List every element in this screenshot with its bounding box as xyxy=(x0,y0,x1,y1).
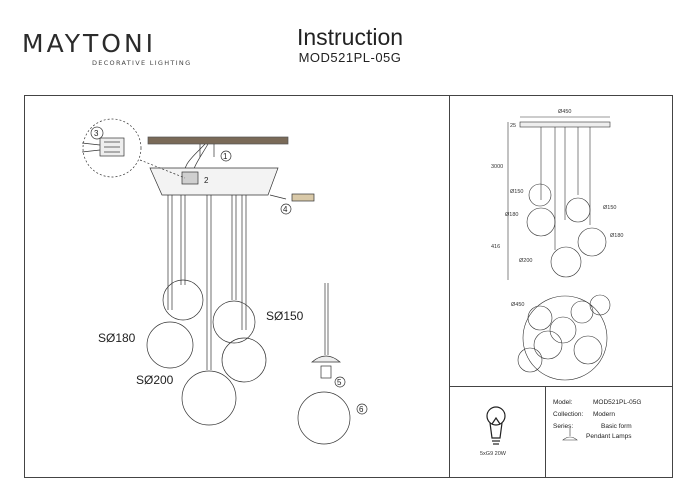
document-title: Instruction xyxy=(296,24,404,50)
step-1: 1 xyxy=(223,152,228,161)
spec-model: Model: MOD521PL-05G xyxy=(553,399,641,406)
globe-e xyxy=(181,370,237,426)
spec-collection: Collection: Modern xyxy=(553,411,615,418)
step-6: 6 xyxy=(359,405,364,414)
dim-shade-c: Ø150 xyxy=(603,205,616,211)
globe-a xyxy=(162,279,204,321)
shade-label-180: SØ180 xyxy=(98,331,136,345)
spec-series-label: Series: xyxy=(553,423,574,430)
spec-model-label: Model: xyxy=(553,399,573,406)
brand-tagline: DECORATIVE LIGHTING xyxy=(92,59,192,67)
shade-label-200: SØ200 xyxy=(136,373,174,387)
spec-collection-value: Modern xyxy=(593,411,616,418)
bulb-spec: 5xG9 20W xyxy=(480,451,506,457)
spec-type: Pendant Lamps xyxy=(586,433,632,440)
dimension-drawing xyxy=(507,116,611,381)
assembly-drawing xyxy=(81,118,368,445)
instruction-sheet xyxy=(24,95,673,478)
pendant-lamp-icon xyxy=(562,428,578,441)
document-model: MOD521PL-05G xyxy=(298,50,402,66)
spec-model-value: MOD521PL-05G xyxy=(593,399,642,406)
step-5-badge xyxy=(334,376,346,388)
dim-canopy-width: Ø450 xyxy=(558,109,571,115)
globe-c xyxy=(212,300,256,344)
detail-zoom xyxy=(82,118,142,178)
globe-b xyxy=(146,321,194,369)
step-3-badge xyxy=(90,126,104,140)
step-5: 5 xyxy=(337,378,342,387)
dim-shade-e: Ø200 xyxy=(519,258,532,264)
dim-shade-b: Ø180 xyxy=(505,212,518,218)
step-1-badge xyxy=(220,150,232,162)
spec-series: Series: Basic form xyxy=(553,423,632,430)
globe-detail xyxy=(297,391,351,445)
brand-name: MAYTONI xyxy=(22,29,157,58)
bulb-icon xyxy=(486,406,506,445)
globe-d xyxy=(221,337,267,383)
dim-cable-length: 3000 xyxy=(491,164,503,170)
shade-label-150: SØ150 xyxy=(266,309,304,323)
step-6-badge xyxy=(356,403,368,415)
spec-type-value: Pendant Lamps xyxy=(586,433,632,440)
step-2: 2 xyxy=(204,176,209,185)
brand-logo: MAYTONI DECORATIVE LIGHTING xyxy=(22,31,191,67)
dim-footprint: Ø450 xyxy=(511,302,524,308)
dim-shade-a: Ø150 xyxy=(510,189,523,195)
dim-canopy-height: 25 xyxy=(510,123,516,129)
bulb-divider xyxy=(545,386,546,478)
spec-collection-label: Collection: xyxy=(553,411,584,418)
step-3: 3 xyxy=(94,129,99,138)
document-header: Instruction MOD521PL-05G xyxy=(260,25,440,65)
panel-divider xyxy=(449,95,450,478)
step-4-badge xyxy=(280,203,292,215)
ceiling-plate xyxy=(147,136,289,145)
spec-series-value: Basic form xyxy=(601,423,632,430)
step-4: 4 xyxy=(283,205,288,214)
dim-shade-d: Ø180 xyxy=(610,233,623,239)
dim-drop-length: 416 xyxy=(491,244,500,250)
info-divider xyxy=(450,386,673,387)
